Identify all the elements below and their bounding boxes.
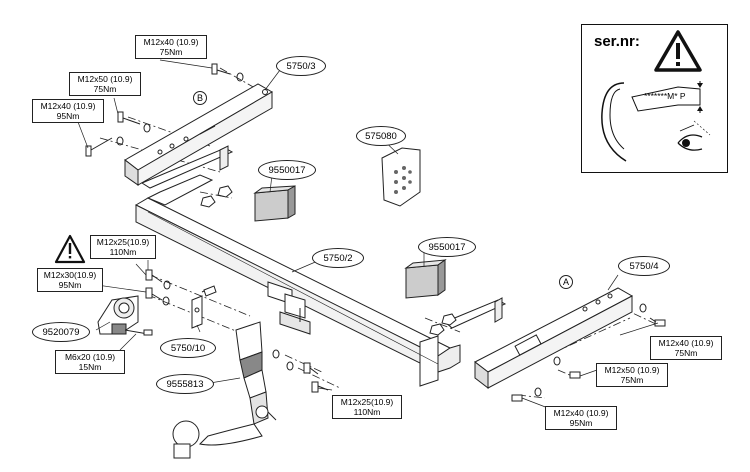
bolt-torque: 15Nm [78, 362, 102, 372]
serial-location-drawing [601, 30, 711, 162]
bolt-spec: M12x50 (10.9) [77, 74, 133, 84]
bolt-torque: 75Nm [674, 348, 698, 358]
bolt-spec-box: M12x40 (10.9) 75Nm [135, 35, 207, 59]
bolt-torque: 95Nm [56, 111, 80, 121]
bolt-torque: 75Nm [159, 47, 183, 57]
bolt-spec-box: M12x40 (10.9) 75Nm [650, 336, 722, 360]
bolt-spec-box: M6x20 (10.9) 15Nm [55, 350, 125, 374]
part-label-9555813: 9555813 [156, 374, 214, 394]
warning-triangle-icon [54, 234, 86, 264]
eye-icon [677, 120, 711, 151]
bolt-spec: M12x30(10.9) [43, 270, 97, 280]
part-label-9550017-right: 9550017 [418, 237, 476, 257]
bolt-spec: M12x40 (10.9) [40, 101, 96, 111]
bolt-spec-box: M12x50 (10.9) 75Nm [69, 72, 141, 96]
bolt-spec: M12x40 (10.9) [658, 338, 714, 348]
marker-b: B [193, 91, 207, 105]
bolt-torque: 110Nm [109, 247, 137, 257]
bolt-spec-box: M12x40 (10.9) 95Nm [32, 99, 104, 123]
bolt-spec-box: M12x40 (10.9) 95Nm [545, 406, 617, 430]
bolt-spec: M6x20 (10.9) [64, 352, 116, 362]
part-label-5750-4: 5750/4 [618, 256, 670, 276]
serial-code: *******M* P [644, 91, 686, 101]
bolt-torque: 75Nm [93, 84, 117, 94]
bolt-spec: M12x25(10.9) [340, 397, 394, 407]
part-label-9550017-left: 9550017 [258, 160, 316, 180]
bolt-torque: 110Nm [353, 407, 381, 417]
part-label-5750-10: 5750/10 [160, 338, 216, 358]
part-label-575080: 575080 [356, 126, 406, 146]
part-label-5750-2: 5750/2 [312, 248, 364, 268]
bolt-spec: M12x25(10.9) [96, 237, 150, 247]
bolt-spec-box: M12x30(10.9) 95Nm [37, 268, 103, 292]
bolt-torque: 95Nm [569, 418, 593, 428]
part-label-9520079: 9520079 [32, 322, 90, 342]
marker-a: A [559, 275, 573, 289]
warning-triangle-icon [654, 30, 702, 72]
bolt-spec: M12x40 (10.9) [143, 37, 199, 47]
serial-number-panel: ser.nr: *******M* P [581, 24, 728, 173]
bolt-spec-box: M12x25(10.9) 110Nm [332, 395, 402, 419]
bolt-torque: 95Nm [58, 280, 82, 290]
bolt-spec-box: M12x50 (10.9) 75Nm [596, 363, 668, 387]
bolt-torque: 75Nm [620, 375, 644, 385]
bolt-spec: M12x50 (10.9) [604, 365, 660, 375]
bolt-spec: M12x40 (10.9) [553, 408, 609, 418]
serial-title: ser.nr: [594, 33, 640, 50]
bolt-spec-box: M12x25(10.9) 110Nm [90, 235, 156, 259]
part-label-5750-3: 5750/3 [276, 56, 326, 76]
